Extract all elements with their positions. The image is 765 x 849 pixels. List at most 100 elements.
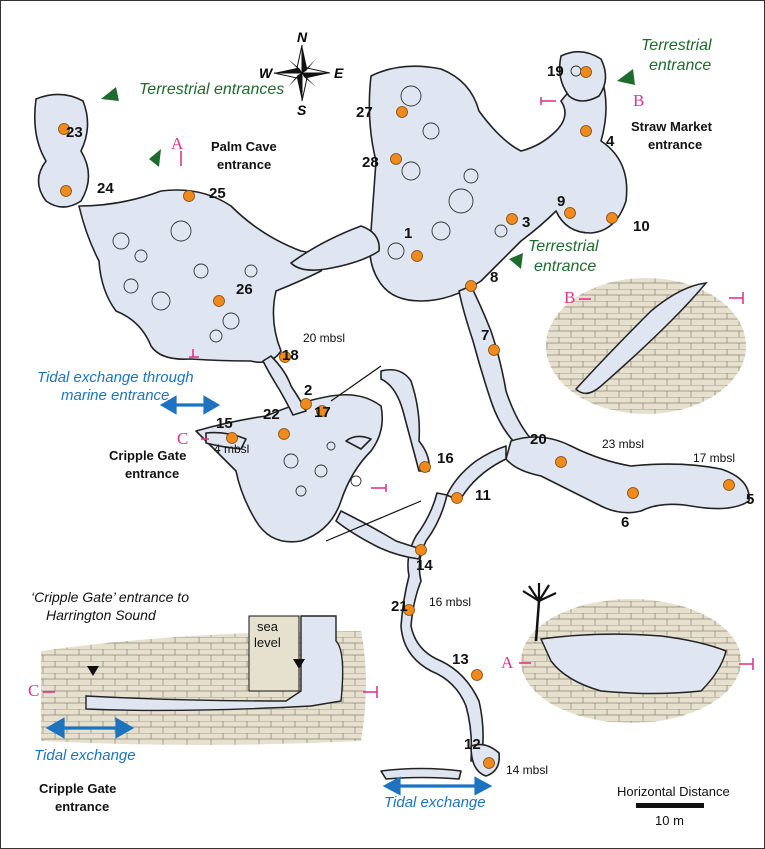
terrestrial-entrance-mid-2: entrance	[534, 258, 597, 275]
site-15-label: 15	[216, 415, 233, 432]
cripple-gate-2: entrance	[125, 466, 180, 481]
cripple-harrington-2: Harrington Sound	[46, 607, 156, 623]
depth-18: 20 mbsl	[303, 331, 346, 345]
cripple-gate-bottom-1: Cripple Gate	[39, 781, 117, 796]
scale-value: 10 m	[655, 813, 684, 828]
site-13-label: 13	[452, 651, 469, 668]
site-6-label: 6	[621, 514, 630, 531]
site-14-dot	[415, 544, 427, 556]
site-18-dot	[279, 351, 291, 363]
section-a-top: A	[171, 134, 184, 153]
depth-21: 16 mbsl	[429, 595, 472, 609]
site-12-label: 12	[464, 736, 481, 753]
sea-level-1: sea	[257, 619, 278, 634]
section-c-top: C	[177, 429, 189, 448]
cave-passages	[33, 50, 750, 780]
entrance-markers	[101, 69, 635, 269]
site-17-dot	[316, 405, 328, 417]
cripple-gate-bottom-2: entrance	[55, 799, 110, 814]
site-8-dot	[465, 280, 477, 292]
site-19-dot	[580, 66, 592, 78]
site-12-dot	[483, 757, 495, 769]
site-5-label: 5	[746, 491, 755, 508]
site-9-label: 9	[557, 193, 566, 210]
cripple-gate-1: Cripple Gate	[109, 448, 187, 463]
compass-s: S	[297, 102, 307, 118]
rock-outlines	[112, 65, 582, 497]
compass-rose	[273, 44, 331, 102]
site-21-dot	[403, 604, 415, 616]
site-13-dot	[471, 669, 483, 681]
cripple-harrington-1: ‘Cripple Gate’ entrance to	[31, 589, 189, 605]
compass-e: E	[334, 65, 344, 81]
site-20-dot	[555, 456, 567, 468]
site-22-label: 22	[263, 406, 280, 423]
site-11-label: 11	[475, 487, 491, 504]
site-8-label: 8	[490, 269, 499, 286]
site-9-dot	[564, 207, 576, 219]
scale-title: Horizontal Distance	[617, 784, 730, 799]
site-15-dot	[226, 432, 238, 444]
scale-bar	[636, 803, 704, 808]
site-10-label: 10	[633, 218, 650, 235]
site-7-dot	[488, 344, 500, 356]
tidal-marine-2: marine entrance	[61, 387, 170, 404]
terrestrial-entrance-ne-2: entrance	[649, 57, 712, 74]
straw-market-2: entrance	[648, 137, 703, 152]
site-21-label: 21	[391, 598, 408, 615]
site-27-dot	[396, 106, 408, 118]
straw-market-1: Straw Market	[631, 119, 712, 134]
site-11-dot	[451, 492, 463, 504]
site-4-dot	[580, 125, 592, 137]
terrestrial-entrance-mid-1: Terrestrial	[528, 238, 599, 255]
site-3-dot	[506, 213, 518, 225]
site-17-label: 17	[314, 404, 331, 421]
section-b-profile: B	[564, 288, 576, 307]
site-14-label: 14	[416, 557, 433, 574]
tidal-exchange-bottom: Tidal exchange	[384, 794, 486, 811]
site-1-label: 1	[404, 225, 413, 242]
site-22-dot	[278, 428, 290, 440]
site-26-dot	[213, 295, 225, 307]
compass-w: W	[259, 65, 273, 81]
depth-5: 17 mbsl	[693, 451, 736, 465]
site-2-label: 2	[304, 382, 313, 399]
site-7-label: 7	[481, 327, 490, 344]
depth-20: 23 mbsl	[602, 437, 645, 451]
site-25-dot	[183, 190, 195, 202]
site-25-label: 25	[209, 185, 226, 202]
site-6-dot	[627, 487, 639, 499]
site-28-label: 28	[362, 154, 379, 171]
compass-n: N	[297, 29, 308, 45]
section-a-profile: A	[501, 653, 514, 672]
site-16-label: 16	[437, 450, 454, 467]
tidal-marine-1: Tidal exchange through	[37, 369, 194, 386]
site-23-label: 23	[66, 124, 83, 141]
depth-15: 4 mbsl	[214, 442, 250, 456]
site-10-dot	[606, 212, 618, 224]
site-1-dot	[411, 250, 423, 262]
sea-level-2: level	[254, 635, 281, 650]
site-28-dot	[390, 153, 402, 165]
depth-12: 14 mbsl	[506, 763, 549, 777]
site-26-label: 26	[236, 281, 253, 298]
site-18-label: 18	[282, 347, 299, 364]
terrestrial-entrance-ne-1: Terrestrial	[641, 37, 712, 54]
section-a	[521, 583, 741, 723]
tidal-arrows	[45, 395, 493, 796]
section-b	[546, 278, 746, 414]
site-4-label: 4	[606, 133, 615, 150]
site-19-label: 19	[547, 63, 564, 80]
site-24-dot	[60, 185, 72, 197]
section-c-profile: C	[28, 681, 40, 700]
site-23-dot	[58, 123, 70, 135]
site-16-dot	[419, 461, 431, 473]
section-b-top: B	[633, 91, 645, 110]
terrestrial-entrances-label: Terrestrial entrances	[139, 81, 285, 98]
site-24-label: 24	[97, 180, 114, 197]
site-27-label: 27	[356, 104, 373, 121]
section-markers	[43, 97, 754, 698]
site-5-dot	[723, 479, 735, 491]
tidal-exchange-left: Tidal exchange	[34, 747, 136, 764]
